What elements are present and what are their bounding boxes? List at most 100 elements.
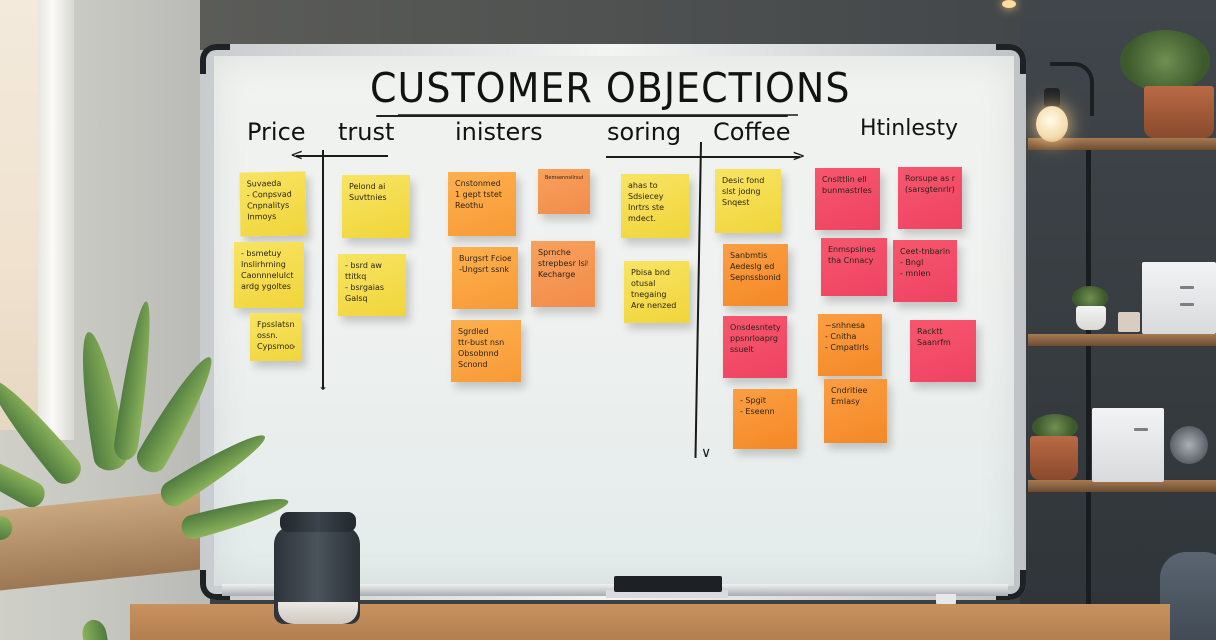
sticky-note[interactable]: Onsdesntetyl ppsnrloaprg ssuelt bbox=[723, 316, 787, 378]
lamp-arm bbox=[1050, 62, 1094, 116]
shelf-top bbox=[1028, 138, 1216, 150]
small-box bbox=[1118, 312, 1140, 332]
note-text: Racktt bbox=[917, 327, 943, 336]
note-text: Obsobnnd bbox=[458, 349, 499, 358]
arrow-down-icon: ∨ bbox=[701, 445, 712, 461]
sticky-note[interactable]: Desic fond slst jodng Snqest bbox=[715, 169, 781, 233]
note-text: Ceet-tnbaring bbox=[900, 247, 950, 256]
sticky-note[interactable]: Cnstonmed 1 gept tstet Reothu bbox=[448, 172, 516, 236]
box-handle bbox=[1180, 303, 1194, 306]
arrow-right-icon: > bbox=[792, 146, 806, 165]
note-text: Burgsrt Fcioe bbox=[459, 254, 511, 263]
note-text: strepbesr lsity bbox=[538, 259, 588, 268]
note-text: Reothu bbox=[455, 201, 484, 210]
note-text: tnegaing bbox=[631, 290, 667, 299]
shelf-bottom bbox=[1028, 480, 1216, 492]
sticky-note[interactable]: Cnslttlin ell bunmastrles bbox=[815, 168, 880, 230]
note-text: otusal bbox=[631, 279, 656, 288]
note-text: - Eseenn bbox=[740, 407, 775, 416]
note-text: Cnslttlin ell bbox=[822, 175, 867, 184]
sticky-note[interactable]: Sprnche strepbesr lsity Kecharge bbox=[531, 241, 595, 307]
note-text: Caonnnelulct bbox=[241, 271, 294, 280]
category-honesty: Htinlesty bbox=[860, 116, 958, 141]
note-text: Cnstonmed bbox=[455, 179, 501, 188]
note-text: - Cmpatlrls bbox=[825, 343, 869, 352]
sticky-note[interactable]: Cndritiee Emlasy bbox=[824, 379, 887, 443]
sticky-note[interactable]: Ceet-tnbaring - Bngl - mnlen bbox=[893, 240, 957, 302]
sticky-note[interactable]: Rorsupe as ne (sarsgtenrlr) bbox=[898, 167, 962, 229]
note-text: Onsdesntetyl bbox=[730, 323, 780, 332]
board-corner-cap bbox=[200, 44, 230, 74]
sticky-note[interactable]: Racktt Saanrfm bbox=[910, 320, 976, 382]
note-text: ossn. bbox=[257, 331, 278, 340]
note-text: Desic fond bbox=[722, 176, 765, 185]
sticky-note[interactable]: Fpsslatsn ossn. Cypsmoogs. bbox=[250, 313, 302, 361]
sticky-note[interactable]: Sanbmtis Aedeslg ed Sepnssbonid. bbox=[723, 244, 788, 306]
shelf-plant-pot bbox=[1144, 86, 1214, 138]
note-text: Sanbmtis bbox=[730, 251, 768, 260]
note-text: 1 gept tstet bbox=[455, 190, 502, 199]
succulent-pot bbox=[1030, 436, 1078, 480]
sticky-note[interactable]: - bsrd aw ttitkq - bsrgaias Galsq bbox=[338, 254, 406, 316]
sticky-note[interactable]: ahas to Sdsiecey Inrtrs ste mdect. bbox=[621, 174, 689, 238]
sticky-note[interactable]: Suvaeda - Conpsvad Cnpnalitys Inmoys bbox=[239, 171, 307, 237]
note-text: Inslirhrning bbox=[241, 260, 286, 269]
category-trust: trust bbox=[338, 118, 395, 146]
note-text: Inrtrs ste bbox=[628, 203, 665, 212]
note-text: Suvttnies bbox=[349, 193, 387, 202]
title-underline bbox=[376, 115, 788, 117]
note-text: Rorsupe as ne bbox=[905, 174, 955, 183]
note-text: ppsnrloaprg bbox=[730, 334, 779, 343]
note-text: Saanrfm bbox=[917, 338, 951, 347]
note-text: Inmoys bbox=[247, 211, 277, 222]
note-text: Cnpnalitys bbox=[246, 200, 290, 211]
note-text: Sprnche bbox=[538, 248, 571, 257]
lamp-socket bbox=[1044, 88, 1060, 106]
note-text: ~snhnesa bbox=[825, 321, 866, 330]
eraser-holder bbox=[606, 590, 728, 598]
price-divider-line bbox=[322, 150, 324, 388]
board-corner-cap bbox=[996, 570, 1026, 600]
sticky-note[interactable]: Bemsennsilrsutenl bbox=[538, 169, 590, 214]
sticky-note[interactable]: Burgsrt Fcioe -Ungsrt ssnk bbox=[452, 247, 518, 309]
category-price: Price bbox=[247, 118, 306, 146]
note-text: (sarsgtenrlr) bbox=[905, 185, 955, 194]
note-text: bunmastrles bbox=[822, 186, 872, 195]
note-text: Sepnssbonid. bbox=[730, 273, 781, 282]
arrow-left-icon: < bbox=[290, 145, 304, 164]
sticky-note[interactable]: Enmspsines tha Cnnacy bbox=[821, 238, 887, 296]
category-soring: soring bbox=[607, 118, 682, 146]
note-text: - Conpsvad bbox=[246, 189, 292, 200]
succulent-leaves bbox=[1032, 414, 1078, 440]
small-plant-pot bbox=[1076, 306, 1106, 330]
note-text: -Ungsrt ssnk bbox=[459, 265, 510, 274]
note-text: Bemsennsilrsutenl bbox=[545, 175, 583, 181]
note-text: ttitkq bbox=[345, 272, 367, 281]
top-overline bbox=[398, 114, 798, 116]
whiteboard-eraser[interactable] bbox=[614, 576, 722, 592]
sticky-note[interactable]: Pbisa bnd otusal tnegaing Are nenzed bbox=[624, 261, 689, 323]
note-text: tha Cnnacy bbox=[828, 256, 874, 265]
note-text: Kecharge bbox=[538, 270, 576, 279]
note-text: Cypsmoogs. bbox=[257, 342, 295, 351]
note-text: mdect. bbox=[628, 214, 656, 223]
note-text: Aedeslg ed bbox=[730, 262, 775, 271]
note-text: - Spgit bbox=[740, 396, 767, 405]
ceiling-light-icon bbox=[1002, 0, 1016, 8]
note-text: - bsmetuy bbox=[241, 249, 282, 258]
sticky-note[interactable]: - bsmetuy Inslirhrning Caonnnelulct ardg… bbox=[234, 242, 304, 308]
note-text: Sgrdled bbox=[458, 327, 489, 336]
category-inisters: inisters bbox=[455, 118, 543, 146]
note-text: - Bngl bbox=[900, 258, 924, 267]
note-text: Emlasy bbox=[831, 397, 860, 406]
category-coffee: Coffee bbox=[713, 118, 791, 146]
clock-icon bbox=[1170, 426, 1208, 464]
sticky-note[interactable]: ~snhnesa - Cnitha - Cmpatlrls bbox=[818, 314, 882, 376]
sticky-note[interactable]: Pelond ai Suvttnies bbox=[342, 175, 410, 238]
shelf-middle bbox=[1028, 334, 1216, 346]
note-text: Pbisa bnd bbox=[631, 268, 670, 277]
sticky-note[interactable]: Sgrdled ttr-bust nsn Obsobnnd Scnond bbox=[451, 320, 521, 382]
note-text: - bsrgaias bbox=[345, 283, 385, 292]
sticky-note[interactable]: - Spgit - Eseenn bbox=[733, 389, 797, 449]
